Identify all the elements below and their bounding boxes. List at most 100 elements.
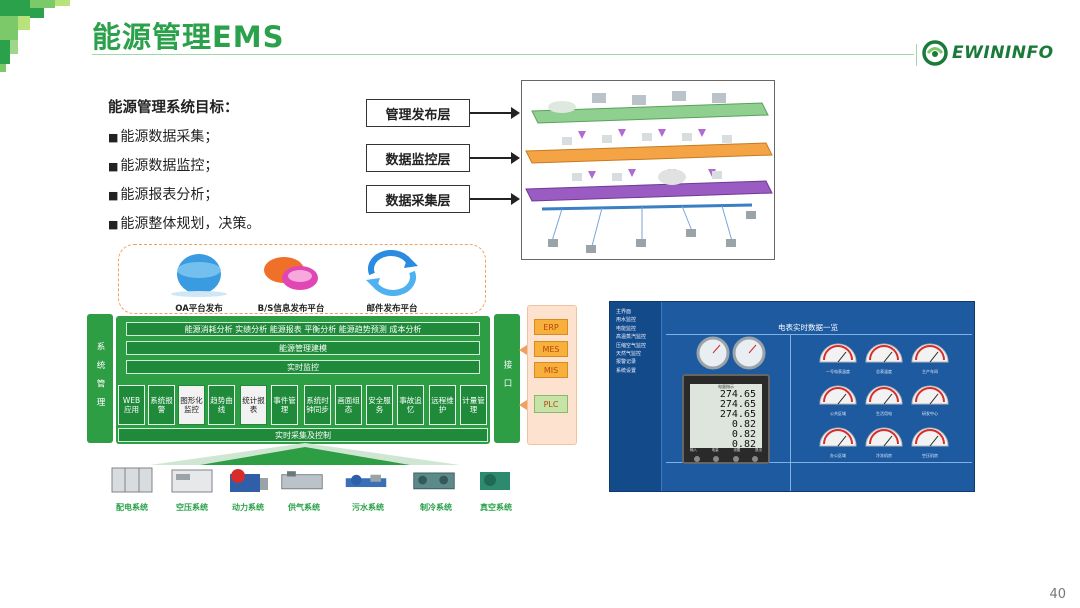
meter-display-title: 电量指示 — [718, 384, 734, 389]
menu-item: 压缩空气监控 — [616, 342, 647, 349]
meter-monitor-screenshot: 主界面 用水监控 电能监控 高温蒸汽监控 压缩空气监控 天然气监控 报警记录 系… — [609, 301, 975, 492]
layer-illustration — [521, 80, 775, 260]
interface-erp: ERP — [534, 319, 568, 335]
meter-value: 0.82 — [731, 439, 756, 450]
module-security: 安全服务 — [366, 385, 393, 425]
system-management-column: 系统管理 — [87, 314, 113, 443]
acquisition-control-bar: 实时采集及控制 — [118, 428, 488, 442]
meter-value: 274.65 — [719, 399, 756, 410]
module-web: WEB应用 — [118, 385, 145, 425]
gauge-label: 一号电表温度 — [826, 369, 850, 374]
platform-label-mail: 邮件发布平台 — [366, 304, 418, 314]
interface-column: 接口 — [494, 314, 520, 443]
monitor-rule — [666, 462, 972, 463]
gauge-label: 办公区域 — [830, 453, 846, 458]
device-label: 制冷系统 — [420, 503, 452, 512]
title-divider — [92, 54, 914, 55]
meter-button-label: 设置 — [733, 448, 741, 452]
logo-swirl-icon — [922, 40, 948, 66]
menu-item: 电能监控 — [616, 325, 637, 332]
analysis-bar: 能源消耗分析 实绩分析 能源报表 平衡分析 能源趋势预测 成本分析 — [126, 322, 480, 336]
meter-button — [751, 456, 758, 462]
menu-item: 天然气监控 — [616, 351, 642, 358]
module-report: 统计报表 — [240, 385, 267, 425]
gauge-label: 公共区域 — [830, 411, 846, 416]
meter-button-label: 电量 — [711, 448, 719, 452]
module-graphic-monitor: 图形化监控 — [178, 385, 205, 425]
goal-item: 能源数据采集； — [108, 123, 260, 152]
meter-button-label: 输入 — [690, 448, 697, 452]
menu-item: 高温蒸汽监控 — [616, 334, 647, 341]
three-layer-platform-illustration — [525, 91, 773, 253]
gauge-label: 研发中心 — [922, 411, 938, 416]
meter-value: 274.65 — [719, 409, 756, 420]
sewage-pump-icon — [345, 474, 387, 488]
publishing-platforms-group — [118, 244, 486, 314]
gauge-label: 主产车间 — [922, 369, 938, 374]
platform-label-oa: OA平台发布 — [175, 304, 223, 314]
interface-mis: MIS — [534, 362, 568, 378]
logo-divider — [916, 44, 917, 66]
device-label: 动力系统 — [232, 503, 264, 512]
layer-label-collection: 数据采集层 — [366, 185, 470, 213]
menu-item: 系统设置 — [616, 367, 637, 374]
goal-item: 能源数据监控； — [108, 152, 260, 181]
gas-supply-icon — [281, 471, 323, 490]
meter-button — [732, 456, 739, 462]
gauge-label: 冷冻机房 — [876, 453, 892, 458]
device-label: 空压系统 — [176, 503, 208, 512]
dial-gauge-pair-icon — [696, 336, 766, 370]
gauge-label: 生活用电 — [876, 411, 892, 416]
goal-item: 能源整体规划，决策。 — [108, 210, 260, 239]
corner-decoration — [0, 0, 70, 72]
air-compressor-icon — [171, 469, 213, 493]
goals-list: 能源管理系统目标： 能源数据采集； 能源数据监控； 能源报表分析； 能源整体规划… — [108, 94, 260, 239]
meter-buttons — [694, 456, 758, 462]
goals-heading: 能源管理系统目标： — [108, 100, 239, 116]
acquisition-funnel — [150, 443, 460, 465]
meter-display: 电量指示 274.65 274.65 274.65 0.82 0.82 0.82 — [690, 384, 762, 450]
modeling-bar: 能源管理建模 — [126, 341, 480, 355]
monitor-side-menu: 主界面 用水监控 电能监控 高温蒸汽监控 压缩空气监控 天然气监控 报警记录 系… — [610, 302, 662, 491]
page-title: 能源管理EMS — [92, 20, 285, 54]
monitor-divider — [790, 334, 791, 491]
boiler-icon — [230, 469, 268, 492]
layer-arrow — [470, 152, 520, 164]
meter-value: 0.82 — [731, 419, 756, 430]
monitor-title: 电表实时数据一览 — [778, 323, 838, 332]
menu-item: 报警记录 — [616, 359, 637, 366]
goal-item: 能源报表分析； — [108, 181, 260, 210]
company-logo: EWININFO — [922, 40, 1054, 66]
gauge-label: 总表温度 — [876, 369, 892, 374]
gauge-grid — [819, 343, 949, 447]
page-number: 40 — [1049, 587, 1066, 602]
realtime-monitor-bar: 实时监控 — [126, 360, 480, 374]
layer-arrow — [470, 107, 520, 119]
monitor-rule — [666, 334, 972, 335]
meter-button — [694, 456, 700, 462]
meter-value: 0.82 — [731, 429, 756, 440]
device-label: 供气系统 — [288, 503, 320, 512]
globe-icon — [171, 254, 227, 297]
interface-mes: MES — [534, 341, 568, 357]
device-label: 配电系统 — [116, 503, 148, 512]
meter-button — [713, 456, 720, 462]
device-label: 污水系统 — [352, 503, 384, 512]
interface-plc: PLC — [534, 395, 568, 413]
meter-button-labels: 输入 电量 设置 退出 — [690, 448, 762, 453]
power-meter-panel: 电量指示 274.65 274.65 274.65 0.82 0.82 0.82… — [682, 374, 770, 464]
speedometer-icon — [819, 343, 949, 447]
module-screen-config: 画面组态 — [335, 385, 362, 425]
interface-arrow — [519, 345, 527, 355]
module-accident: 事故追忆 — [397, 385, 424, 425]
module-clock: 系统时钟同步 — [304, 385, 331, 425]
platform-label-bs: B/S信息发布平台 — [257, 304, 325, 314]
module-alarm: 系统报警 — [148, 385, 175, 425]
vacuum-pump-icon — [480, 472, 510, 490]
power-cabinet-icon — [111, 467, 153, 493]
module-trend: 趋势曲线 — [208, 385, 235, 425]
meter-button-label: 退出 — [754, 448, 762, 452]
gauge-label: 空压机房 — [922, 453, 938, 458]
module-metering: 计量管理 — [460, 385, 487, 425]
meter-value: 274.65 — [719, 389, 756, 400]
